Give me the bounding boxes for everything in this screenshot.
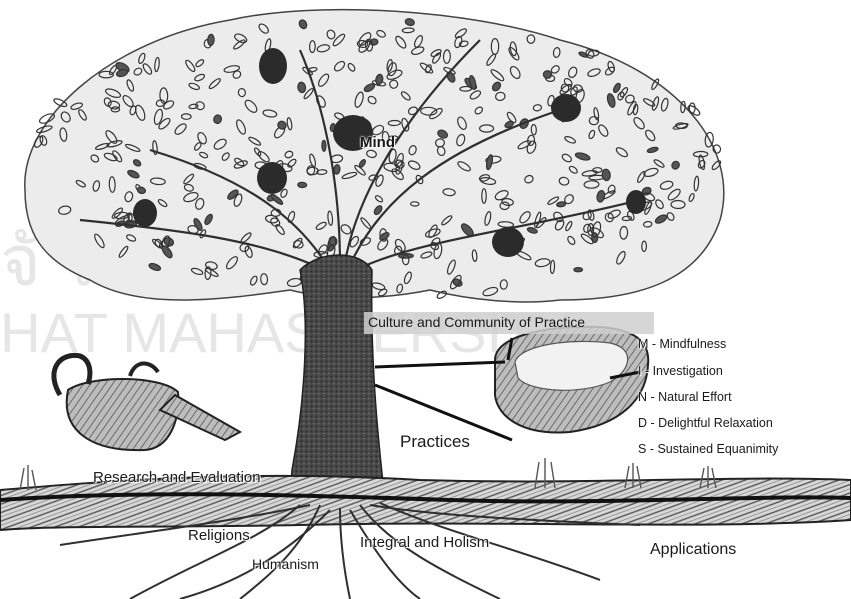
leaf: [322, 140, 326, 151]
mind-plate: [495, 327, 648, 433]
leaf: [574, 268, 583, 272]
culture-label: Culture and Community of Practice: [368, 314, 585, 330]
mind-component-i: I - Investigation: [638, 364, 723, 378]
mind-component-s: S - Sustained Equanimity: [638, 442, 778, 456]
watering-can: [54, 355, 240, 450]
tree-canopy: [25, 10, 724, 306]
leaf: [207, 34, 214, 45]
research-label: Research and Evaluation: [93, 469, 261, 486]
humanism-label: Humanism: [252, 556, 319, 572]
mind-label: Mind: [360, 134, 395, 151]
mind-component-m: M - Mindfulness: [638, 337, 726, 351]
tree-trunk: [290, 255, 385, 500]
integral-label: Integral and Holism: [360, 534, 489, 551]
mind-component-n: N - Natural Effort: [638, 390, 732, 404]
mind-component-d: D - Delightful Relaxation: [638, 416, 773, 430]
applications-label: Applications: [650, 541, 736, 559]
leaf: [689, 103, 695, 113]
leaf: [370, 39, 379, 46]
leaf: [543, 71, 551, 79]
religions-label: Religions: [188, 527, 250, 544]
practices-label: Practices: [400, 432, 470, 452]
leaf: [298, 182, 307, 188]
